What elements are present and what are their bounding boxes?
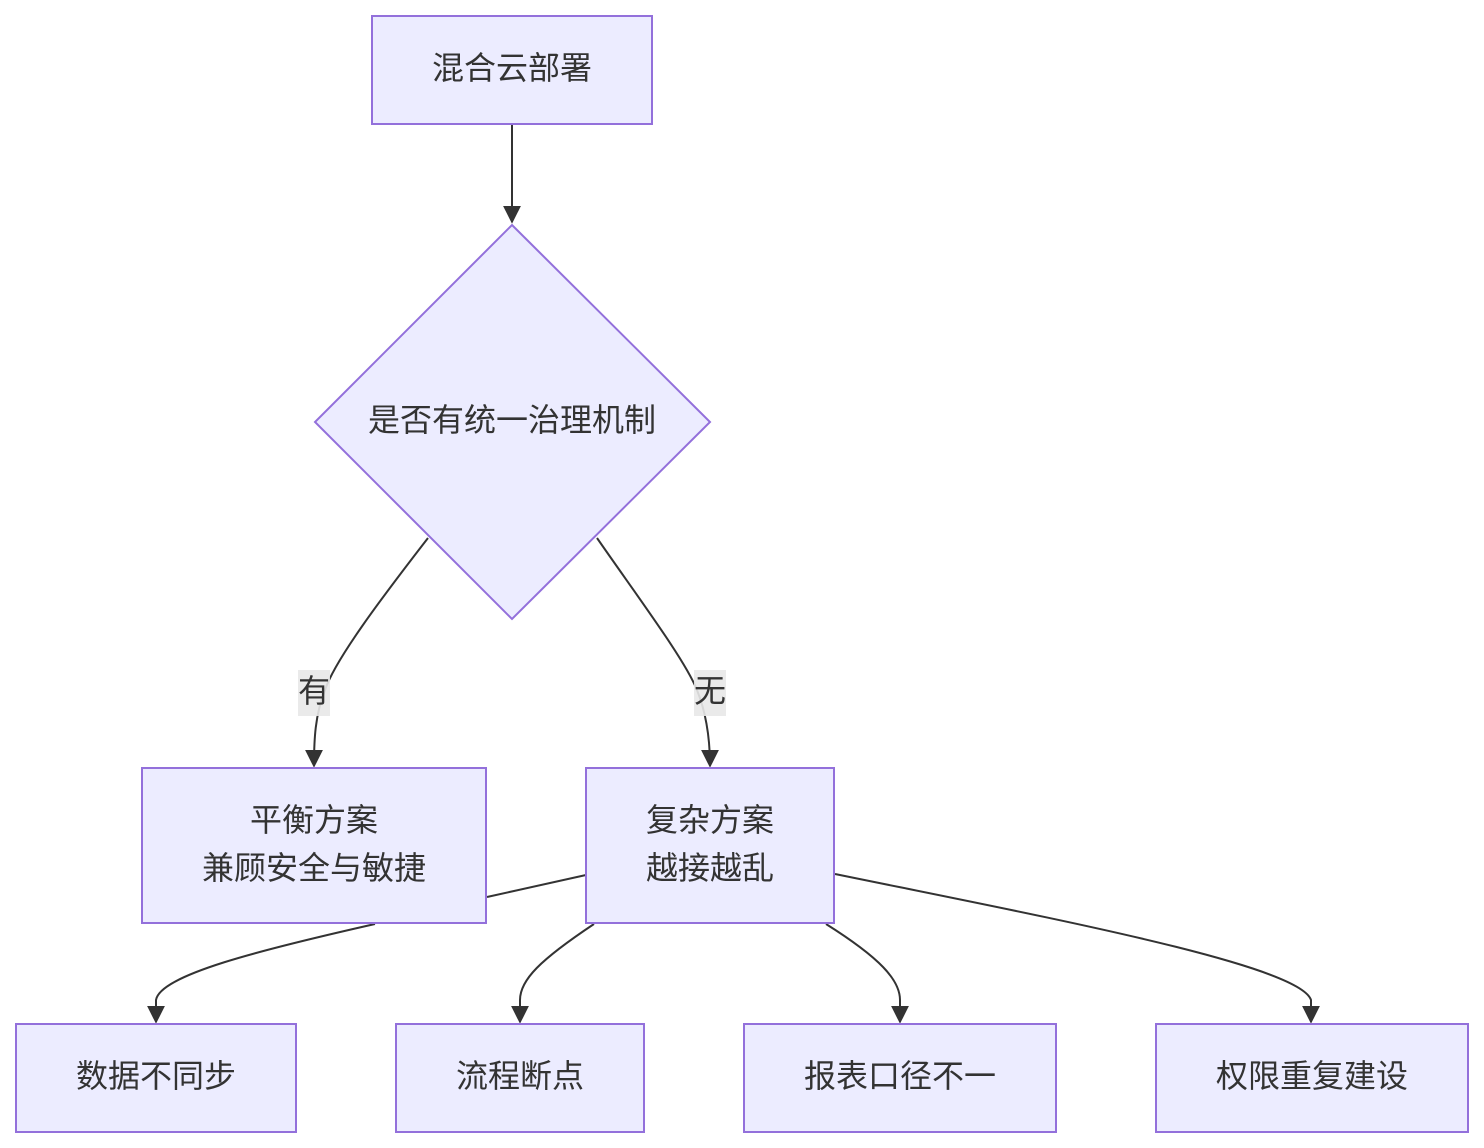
node-data-out-of-sync-label: 数据不同步	[76, 1057, 236, 1095]
edge-label-no: 无	[694, 670, 726, 716]
node-complex-plan-line2: 越接越乱	[646, 849, 774, 887]
node-report-inconsistent[interactable]: 报表口径不一	[743, 1023, 1057, 1133]
node-hybrid-cloud-deployment[interactable]: 混合云部署	[371, 15, 653, 125]
node-permission-duplication-label: 权限重复建设	[1216, 1057, 1408, 1095]
edge-complex-to-report-mismatch	[825, 923, 909, 1024]
edges	[156, 125, 1320, 1024]
node-report-inconsistent-label: 报表口径不一	[804, 1057, 996, 1095]
edge-label-yes: 有	[298, 670, 330, 716]
node-complex-plan[interactable]: 复杂方案 越接越乱	[585, 767, 835, 924]
node-permission-duplication[interactable]: 权限重复建设	[1155, 1023, 1469, 1133]
edge-label-no-text: 无	[694, 672, 726, 710]
node-complex-plan-line1: 复杂方案	[646, 801, 774, 839]
decision-unified-governance[interactable]: 是否有统一治理机制	[313, 223, 712, 621]
edge-complex-to-permission-dup	[834, 873, 1320, 1024]
node-hybrid-cloud-deployment-label: 混合云部署	[432, 49, 592, 87]
node-balanced-plan-line2: 兼顾安全与敏捷	[202, 849, 426, 887]
node-balanced-plan-line1: 平衡方案	[250, 801, 378, 839]
edge-complex-to-process-break	[511, 923, 595, 1024]
node-process-breakpoint-label: 流程断点	[456, 1057, 584, 1095]
node-balanced-plan[interactable]: 平衡方案 兼顾安全与敏捷	[141, 767, 487, 924]
edge-complex-to-data-sync	[156, 874, 587, 1022]
edge-decision-to-complex	[596, 537, 719, 768]
edge-decision-to-balanced	[305, 537, 429, 768]
edge-label-yes-text: 有	[298, 672, 330, 710]
node-data-out-of-sync[interactable]: 数据不同步	[15, 1023, 297, 1133]
node-process-breakpoint[interactable]: 流程断点	[395, 1023, 645, 1133]
decision-unified-governance-label: 是否有统一治理机制	[368, 401, 656, 439]
